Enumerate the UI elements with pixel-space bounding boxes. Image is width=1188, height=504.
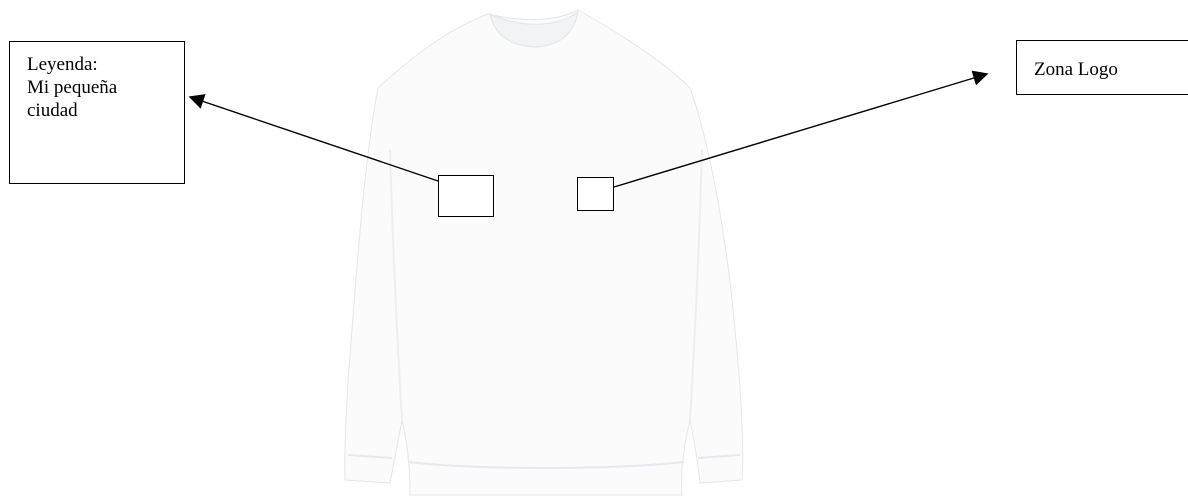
logo-callout-label: Zona Logo (1034, 59, 1118, 80)
logo-callout-box: Zona Logo (1016, 40, 1188, 95)
sweatshirt-body (345, 10, 743, 495)
legend-callout-box: Leyenda: Mi pequeña ciudad (9, 41, 185, 184)
logo-print-zone (577, 177, 614, 211)
legend-callout-line-2: Mi pequeña (27, 76, 184, 99)
legend-callout-line-3: ciudad (27, 99, 184, 122)
legend-print-zone (438, 175, 494, 217)
legend-callout-line-1: Leyenda: (27, 53, 184, 76)
